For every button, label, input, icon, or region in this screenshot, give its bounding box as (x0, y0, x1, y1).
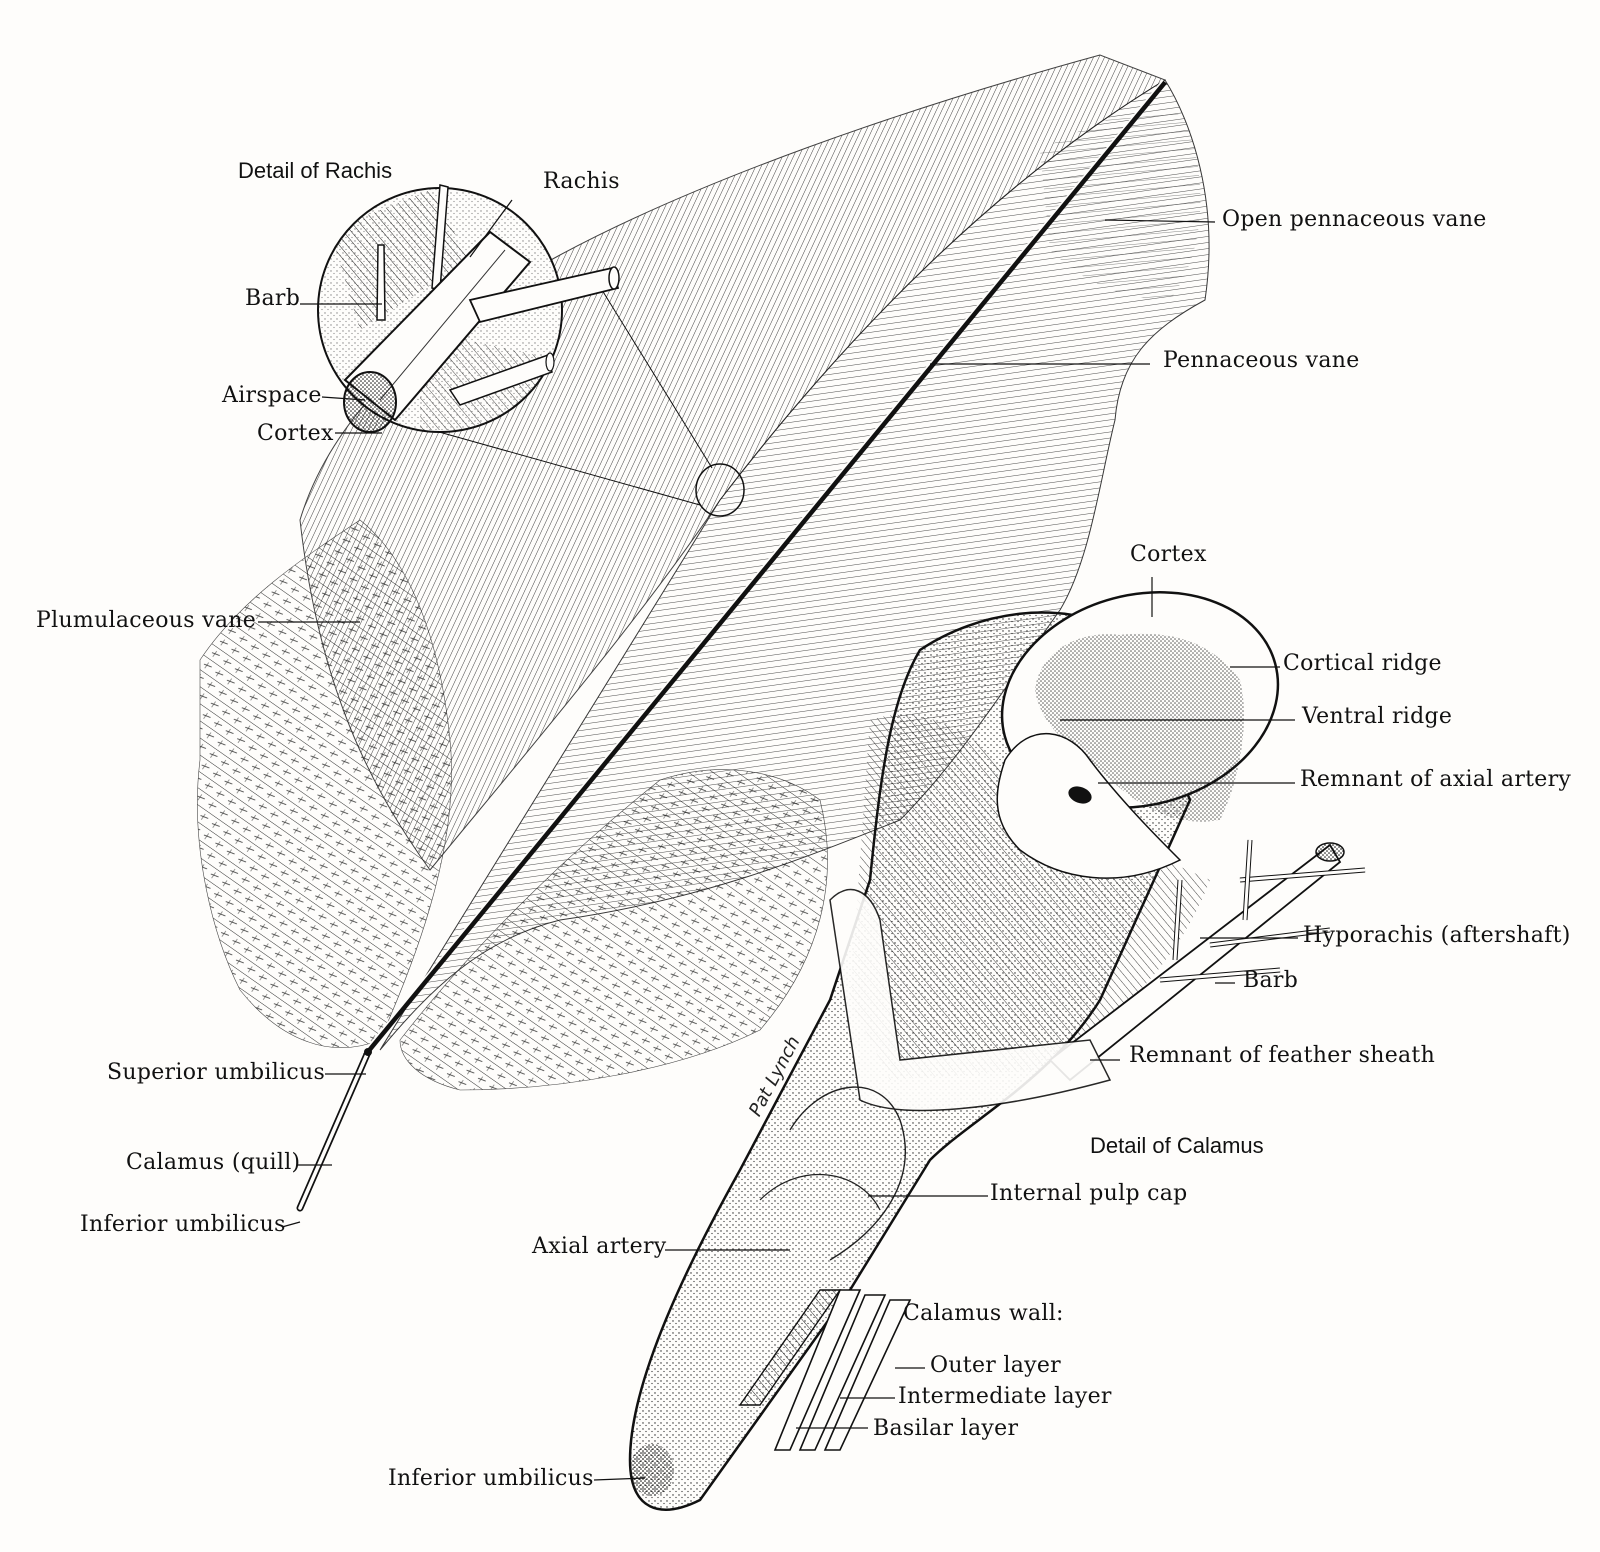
label-barb-rachis: Barb (245, 286, 301, 311)
label-cortex-calamus: Cortex (1130, 542, 1207, 567)
label-ventral-ridge: Ventral ridge (1302, 704, 1453, 729)
label-outer-layer: Outer layer (930, 1353, 1061, 1378)
label-remnant-feather-sheath: Remnant of feather sheath (1129, 1043, 1436, 1068)
rachis-magnify-circle (695, 463, 745, 517)
label-remnant-axial-artery: Remnant of axial artery (1300, 767, 1572, 792)
calamus-detail-title: Detail of Calamus (1090, 1133, 1264, 1158)
plumulaceous-vane-left (197, 519, 452, 1048)
rachis-detail-title: Detail of Rachis (238, 158, 393, 183)
label-plumulaceous-vane: Plumulaceous vane (36, 608, 257, 633)
label-basilar-layer: Basilar layer (873, 1416, 1019, 1441)
label-inferior-umbilicus-calamus: Inferior umbilicus (388, 1466, 594, 1491)
label-axial-artery: Axial artery (532, 1234, 667, 1259)
axial-artery-remnant (1068, 786, 1092, 804)
plumulaceous-vane-right (399, 769, 828, 1091)
label-calamus-wall: Calamus wall: (903, 1301, 1064, 1326)
label-cortex-rachis: Cortex (257, 421, 334, 446)
label-rachis: Rachis (543, 169, 620, 194)
label-inferior-umbilicus-main: Inferior umbilicus (80, 1212, 286, 1237)
label-open-pennaceous-vane: Open pennaceous vane (1222, 207, 1487, 232)
label-intermediate-layer: Intermediate layer (898, 1384, 1112, 1409)
label-calamus-quill: Calamus (quill) (126, 1150, 301, 1175)
label-cortical-ridge: Cortical ridge (1283, 651, 1442, 676)
label-internal-pulp-cap: Internal pulp cap (990, 1181, 1188, 1206)
label-hyporachis: Hyporachis (aftershaft) (1303, 923, 1571, 948)
label-barb-calamus: Barb (1243, 968, 1299, 993)
open-pennaceous-region (1040, 108, 1201, 300)
label-superior-umbilicus: Superior umbilicus (107, 1060, 326, 1085)
label-pennaceous-vane: Pennaceous vane (1163, 348, 1360, 373)
rachis-shaft (363, 80, 1167, 1057)
label-airspace: Airspace (222, 383, 322, 408)
rachis-detail-inset (317, 184, 620, 433)
calamus-detail-inset (628, 591, 1366, 1511)
superior-umbilicus-mark (364, 1048, 372, 1056)
